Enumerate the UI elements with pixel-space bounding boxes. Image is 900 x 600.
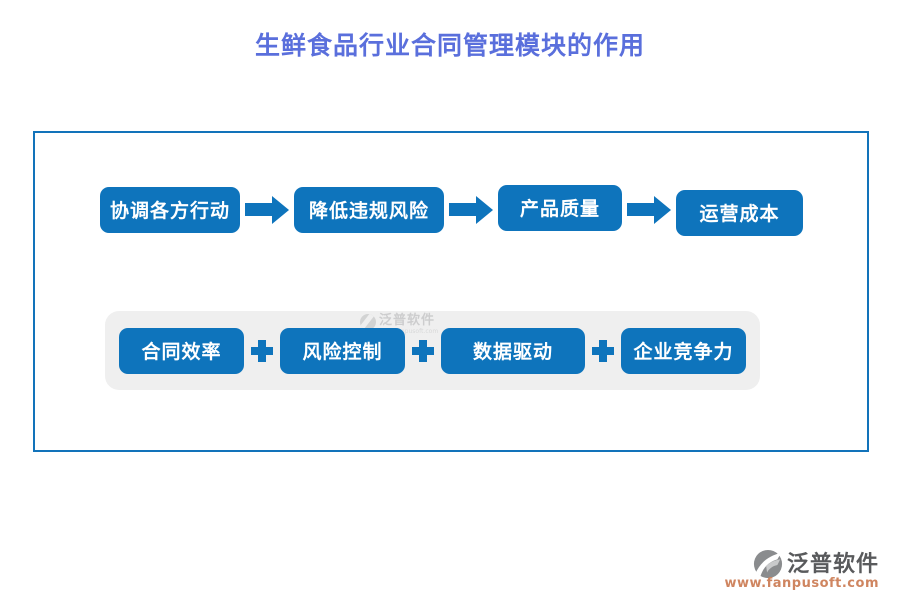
flow-step-coordinate-actions: 协调各方行动 — [100, 186, 240, 233]
sum-item-label: 企业竞争力 — [633, 341, 734, 363]
plus-icon — [412, 339, 434, 362]
arrow-shaft — [245, 203, 272, 216]
flow-step-reduce-violation-risk: 降低违规风险 — [294, 186, 444, 233]
sum-item-risk-control: 风险控制 — [280, 327, 405, 374]
arrow-head — [654, 195, 671, 224]
flow-step-product-quality: 产品质量 — [498, 184, 622, 231]
sum-item-enterprise-competitiveness: 企业竞争力 — [621, 327, 746, 374]
arrow-shaft — [449, 203, 476, 216]
sum-bar: 泛普软件 www.fanpusoft.com 合同效率 风险控制 数据驱动 企业… — [105, 311, 760, 390]
flow-step-label: 运营成本 — [699, 203, 780, 225]
watermark-url: www.fanpusoft.com — [379, 328, 439, 335]
arrow-head — [272, 195, 289, 224]
arrow-right-icon — [449, 195, 493, 224]
flow-step-label: 降低违规风险 — [308, 200, 429, 222]
flow-step-label: 产品质量 — [519, 198, 600, 220]
page-title: 生鲜食品行业合同管理模块的作用 — [254, 31, 645, 60]
arrow-head — [476, 195, 493, 224]
brand-name: 泛普软件 — [786, 551, 879, 577]
sum-item-label: 合同效率 — [141, 341, 222, 363]
arrow-right-icon — [245, 195, 289, 224]
flow-step-label: 协调各方行动 — [109, 200, 230, 222]
flow-row: 协调各方行动 降低违规风险 产品质量 运营成本 — [100, 184, 803, 236]
sum-item-data-driven: 数据驱动 — [441, 327, 585, 374]
plus-icon — [251, 339, 273, 362]
plus-icon — [592, 339, 614, 362]
fanpu-logo-icon — [753, 549, 783, 579]
watermark: 泛普软件 www.fanpusoft.com — [360, 314, 438, 335]
brand-url: www.fanpusoft.com — [724, 576, 879, 591]
arrow-shaft — [627, 203, 654, 216]
arrow-right-icon — [627, 195, 671, 224]
watermark-brand: 泛普软件 — [379, 313, 436, 328]
watermark-logo-icon — [360, 314, 376, 330]
sum-item-label: 数据驱动 — [472, 341, 553, 363]
diagram-panel: 协调各方行动 降低违规风险 产品质量 运营成本 泛普软件 www — [33, 131, 869, 452]
sum-item-label: 风险控制 — [302, 341, 383, 363]
sum-item-contract-efficiency: 合同效率 — [119, 327, 244, 374]
brand-logo: 泛普软件 www.fanpusoft.com — [724, 549, 879, 591]
flow-step-operating-cost: 运营成本 — [676, 189, 803, 236]
